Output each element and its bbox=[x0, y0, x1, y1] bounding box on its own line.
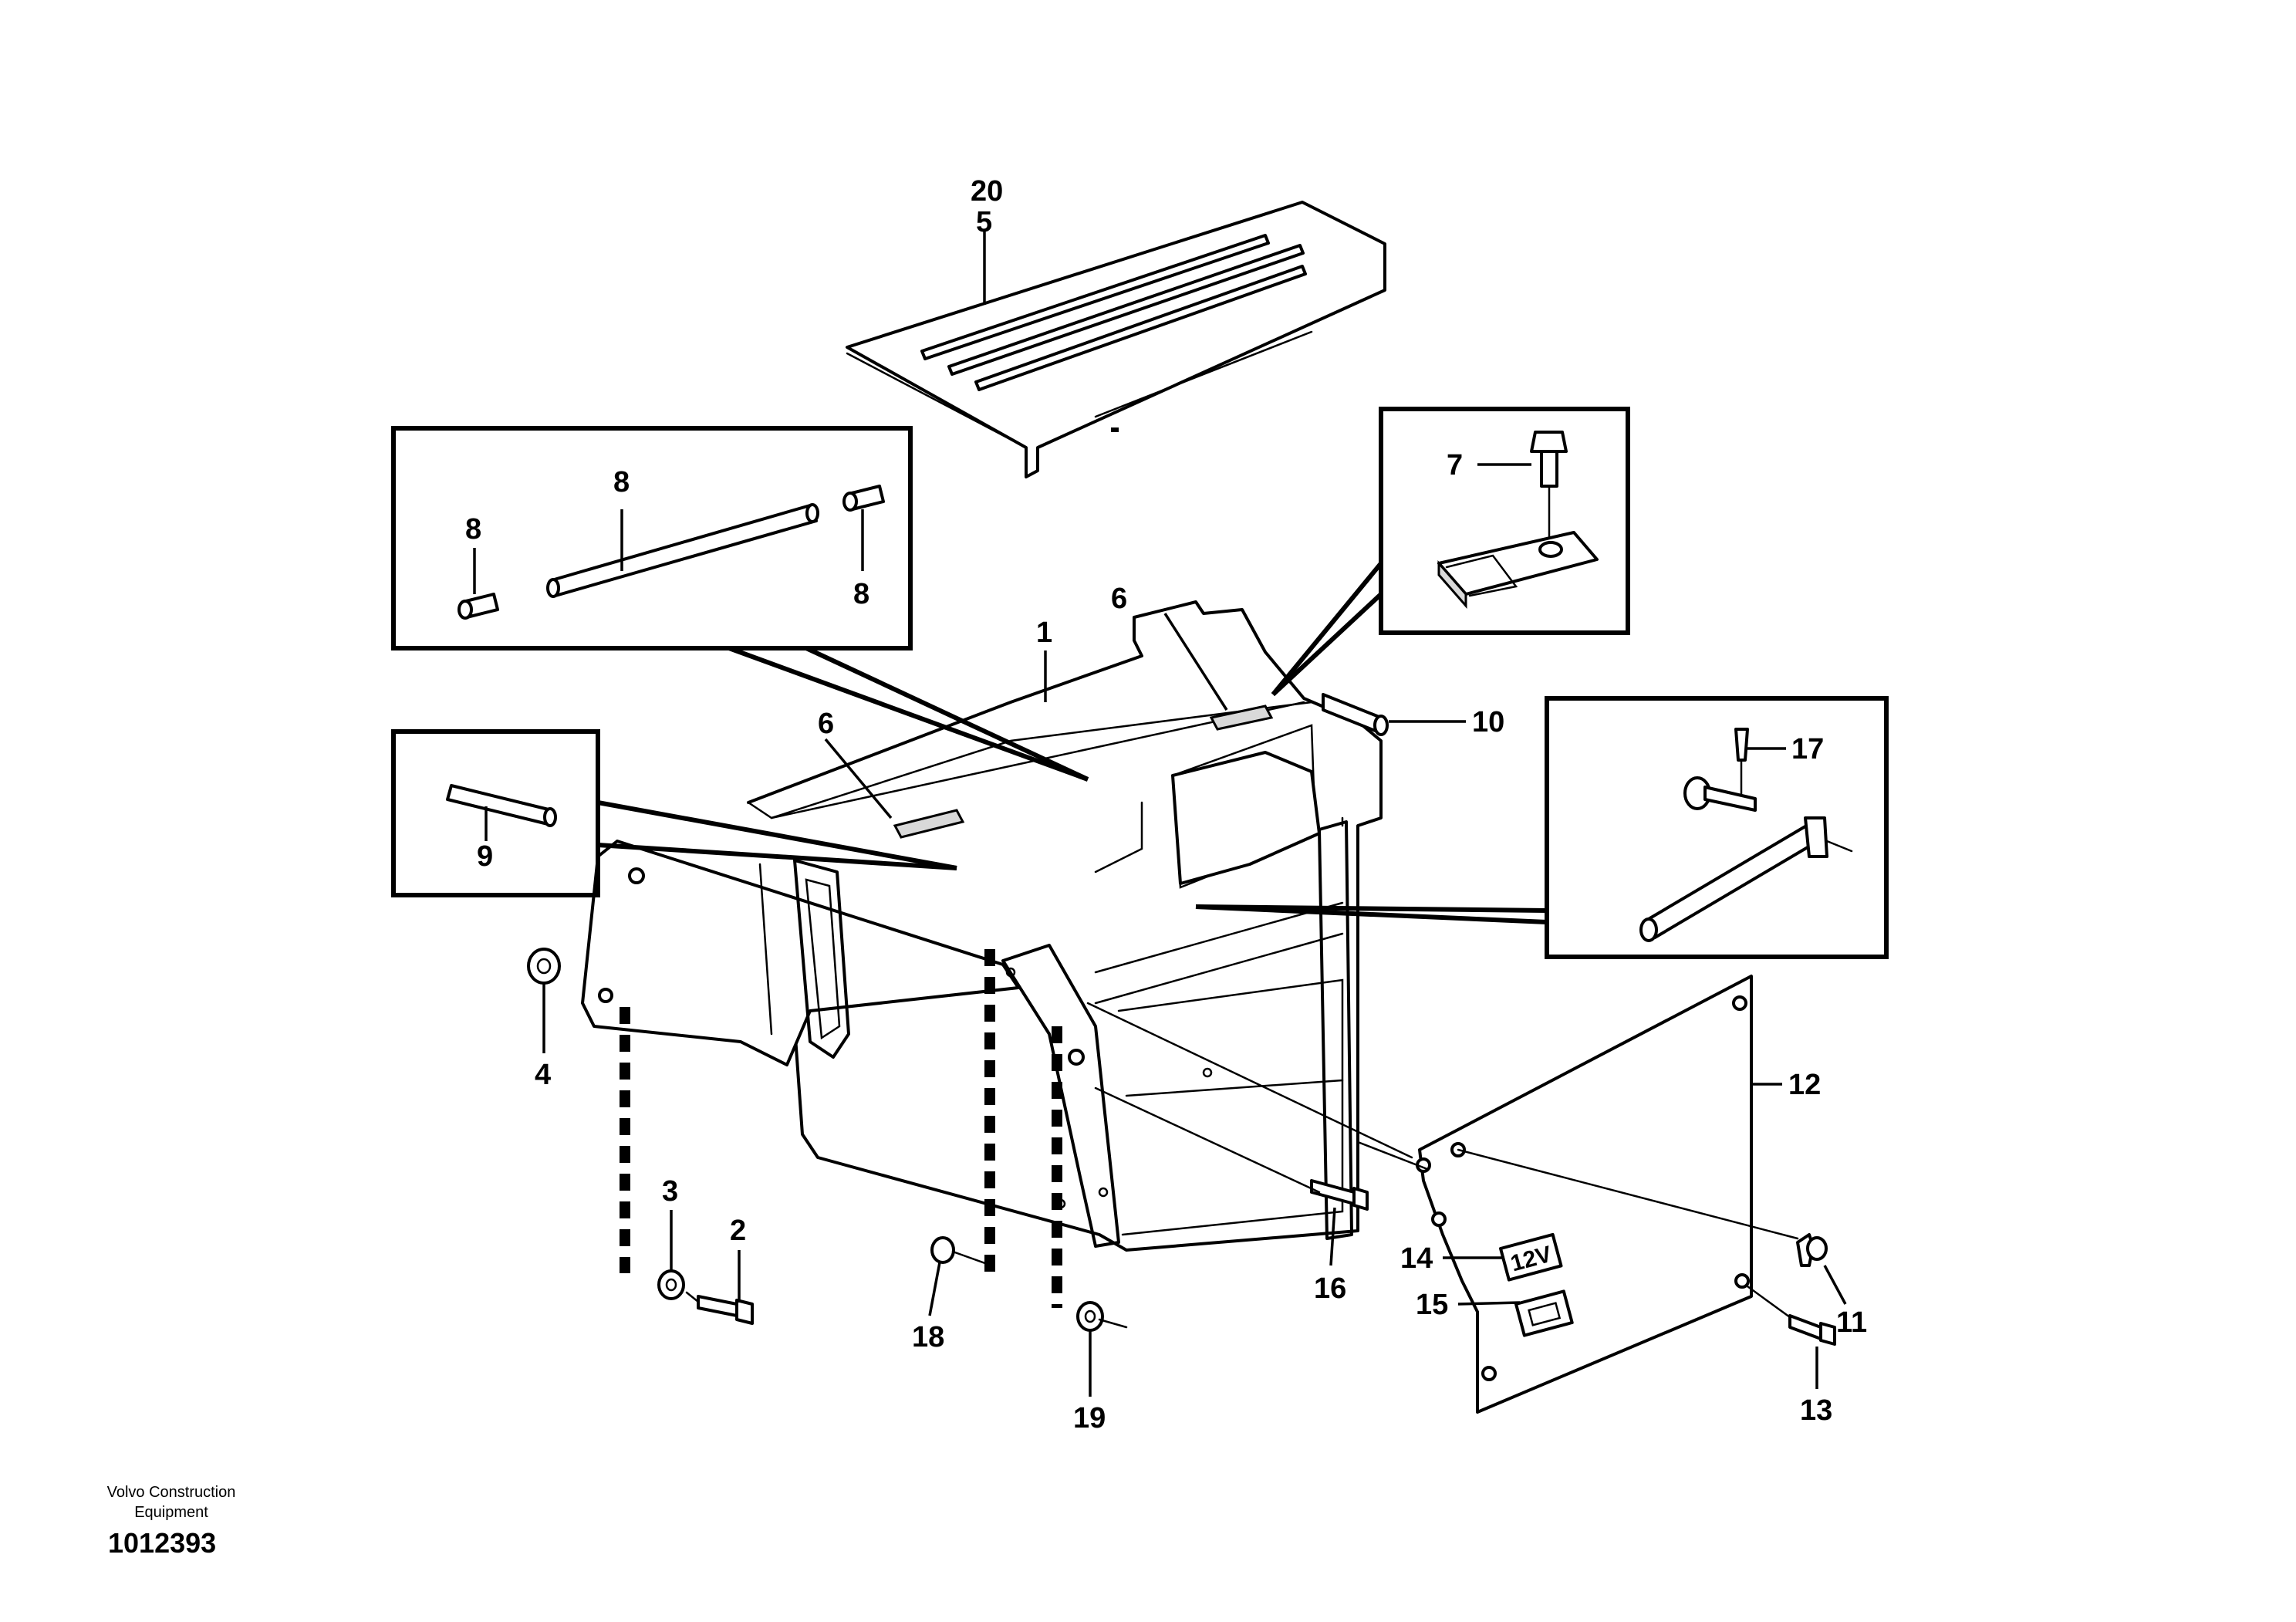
label-part-17: 17 bbox=[1791, 733, 1824, 765]
label-part-8-right: 8 bbox=[853, 578, 869, 610]
decal-12v: 12V bbox=[1499, 1232, 1563, 1282]
label-part-20: 20 bbox=[971, 175, 1003, 208]
label-part-7: 7 bbox=[1447, 449, 1463, 482]
maker-line-1: Volvo Construction bbox=[107, 1484, 236, 1501]
drawing-number: 1012393 bbox=[108, 1527, 216, 1559]
label-part-9: 9 bbox=[477, 840, 493, 873]
detail-box-9 bbox=[391, 729, 957, 897]
part-labels: 20 5 1 6 6 7 8 8 8 9 10 17 12 11 13 14 1… bbox=[465, 175, 1867, 1434]
label-part-16: 16 bbox=[1314, 1272, 1346, 1305]
label-part-4: 4 bbox=[535, 1059, 551, 1091]
detail-box-8 bbox=[391, 426, 1089, 782]
label-part-1: 1 bbox=[1036, 617, 1052, 649]
battery-box-body bbox=[581, 600, 1389, 1252]
label-part-10: 10 bbox=[1472, 706, 1504, 738]
side-cover-panel: 12V bbox=[1416, 975, 1753, 1414]
top-cover-plate bbox=[846, 201, 1386, 478]
detail-box-7 bbox=[1271, 407, 1630, 697]
label-part-5: 5 bbox=[976, 206, 992, 238]
maker-line-2: Equipment bbox=[134, 1504, 208, 1521]
label-part-6-right: 6 bbox=[1111, 583, 1127, 615]
label-part-8-strip: 8 bbox=[613, 466, 630, 498]
footer-credit: Volvo Construction Equipment 1012393 bbox=[107, 1484, 236, 1559]
label-part-14: 14 bbox=[1400, 1242, 1433, 1275]
detail-box-17 bbox=[1195, 696, 1889, 959]
label-part-11: 11 bbox=[1836, 1306, 1867, 1339]
label-part-13: 13 bbox=[1800, 1394, 1832, 1427]
label-part-15: 15 bbox=[1416, 1289, 1448, 1321]
label-part-6-left: 6 bbox=[818, 708, 834, 740]
fasteners bbox=[527, 948, 1836, 1346]
label-part-8-left: 8 bbox=[465, 513, 481, 546]
alignment-dashes bbox=[620, 949, 1062, 1308]
label-part-2: 2 bbox=[730, 1215, 746, 1247]
leader-lines bbox=[473, 231, 1847, 1397]
label-part-12: 12 bbox=[1788, 1069, 1821, 1101]
decal-battery bbox=[1514, 1289, 1574, 1337]
label-part-3: 3 bbox=[662, 1175, 678, 1208]
label-part-18: 18 bbox=[912, 1321, 944, 1353]
label-part-19: 19 bbox=[1073, 1402, 1106, 1434]
